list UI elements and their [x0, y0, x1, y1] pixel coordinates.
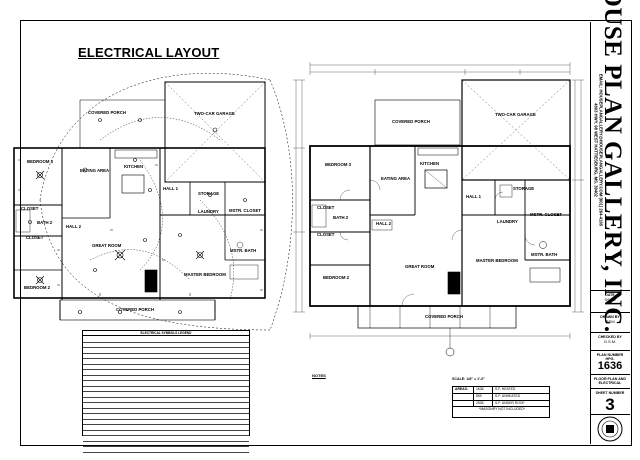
right-covered-porch-front-label: COVERED PORCH	[425, 314, 463, 319]
title-block	[590, 22, 631, 444]
date-value: 9/1/10	[604, 297, 616, 302]
sheet-number: 3	[605, 395, 615, 414]
areas-note: *MASONRY NOT INCLUDED*	[479, 407, 525, 412]
drawn-by-cell: DRAWN BY GSM	[590, 312, 630, 332]
plan-title: ELECTRICAL LAYOUT	[78, 45, 220, 60]
right-master-bedroom-label: MASTER BEDROOM	[476, 258, 518, 263]
areas-caption: AREAS:	[453, 387, 474, 393]
right-eating-area-label: EATING AREA	[381, 176, 411, 181]
company-seal-icon	[597, 416, 623, 442]
legend-title: ELECTRICAL SYMBOLS LEGEND	[83, 331, 249, 336]
checked-by-value: G.S.M.	[603, 339, 617, 344]
right-covered-porch-rear-label: COVERED PORCH	[392, 119, 430, 124]
right-bedroom2-label: BEDROOM 2	[323, 275, 350, 280]
left-hall1-label: HALL 1	[163, 186, 178, 191]
right-bedroom3-label: BEDROOM 3	[325, 162, 352, 167]
left-master-bedroom-label: MASTER BEDROOM	[184, 272, 226, 277]
electrical-plan-left	[13, 72, 293, 331]
seal-cell	[590, 414, 630, 444]
left-storage-label: STORAGE	[198, 191, 220, 196]
left-covered-porch-rear-label: COVERED PORCH	[88, 110, 126, 115]
left-laundry-label: LAUNDRY	[198, 209, 219, 214]
right-great-room-label: GREAT ROOM	[405, 264, 435, 269]
floor-plan-right	[293, 62, 584, 357]
notes-block: NOTES	[312, 373, 444, 435]
left-mstr-bath-label: MSTR. BATH	[230, 248, 257, 253]
company-contact: EMAIL: HOUSEPLANGALLERY@HOUSEPLANGALLERY…	[598, 73, 604, 227]
left-mstr-closet-label: MSTR. CLOSET	[229, 208, 261, 213]
right-mstr-bath-label: MSTR. BATH	[531, 252, 558, 257]
right-garage-label: TWO-CAR GARAGE	[495, 112, 536, 117]
legend-rows	[83, 337, 249, 453]
drawn-by-value: GSM	[605, 319, 615, 324]
left-great-room-label: GREAT ROOM	[92, 243, 122, 248]
left-bedroom2-label: BEDROOM 2	[24, 285, 51, 290]
right-storage-label: STORAGE	[513, 186, 535, 191]
right-laundry-label: LAUNDRY	[497, 219, 518, 224]
sheet-number-cell: SHEET NUMBER 3	[590, 388, 630, 414]
electrical-legend: ELECTRICAL SYMBOLS LEGEND	[82, 330, 250, 453]
right-bath2-label: BATH 2	[333, 215, 349, 220]
date-cell: DATE 9/1/10	[590, 290, 630, 312]
left-eating-area-label: EATING AREA	[80, 168, 110, 173]
right-kitchen-label: KITCHEN	[420, 161, 440, 166]
scale-label: SCALE: 1/8" = 1'-0"	[452, 377, 485, 381]
plan-number: 1636	[597, 360, 623, 372]
left-closet1-label: CLOSET	[21, 206, 39, 211]
left-covered-porch-front-label: COVERED PORCH	[116, 307, 154, 312]
right-mstr-closet-label: MSTR. CLOSET	[530, 212, 562, 217]
plan-number-cell: PLAN NUMBER HPG- 1636	[590, 350, 630, 374]
left-hall2-label: HALL 2	[66, 224, 81, 229]
left-garage-label: TWO-CAR GARAGE	[194, 111, 235, 116]
right-hall2-label: HALL 2	[376, 221, 391, 226]
left-kitchen-label: KITCHEN	[124, 164, 144, 169]
sheet-description: FLOOR PLAN AND ELECTRICAL	[593, 377, 626, 385]
left-bath2-label: BATH 2	[37, 220, 53, 225]
sheet-description-cell: FLOOR PLAN AND ELECTRICAL	[590, 374, 630, 388]
left-bedroom3-label: BEDROOM 3	[27, 159, 54, 164]
left-closet2-label: CLOSET	[26, 235, 44, 240]
right-hall1-label: HALL 1	[466, 194, 481, 199]
right-closet1-label: CLOSET	[317, 205, 335, 210]
notes-title: NOTES	[312, 373, 326, 378]
right-closet2-label: CLOSET	[317, 232, 335, 237]
checked-by-cell: CHECKED BY G.S.M.	[590, 332, 630, 350]
